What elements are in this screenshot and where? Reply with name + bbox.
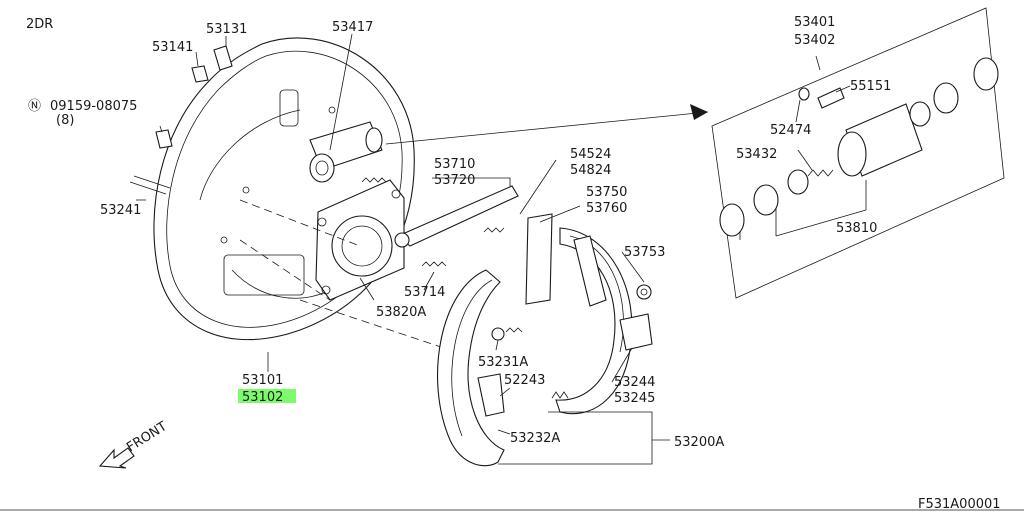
label-54524: 54524 (570, 147, 611, 162)
spring-52243 (551, 391, 569, 399)
label-54824: 54824 (570, 163, 611, 178)
adjuster-plate (315, 179, 405, 301)
body-type-label: 2DR (26, 17, 53, 32)
label-52243: 52243 (504, 373, 545, 388)
label-53417: 53417 (332, 20, 373, 35)
label-53402: 53402 (794, 33, 835, 48)
label-53710: 53710 (434, 157, 475, 172)
label-53232A: 53232A (510, 431, 560, 446)
label-53432: 53432 (736, 147, 777, 162)
front-label: FRONT (124, 419, 170, 455)
wheel-cylinder-installed (309, 121, 383, 183)
parking-lever (394, 185, 519, 248)
label-53750: 53750 (586, 185, 627, 200)
cylinder-body (837, 103, 923, 177)
front-direction-indicator: FRONT (98, 419, 170, 469)
piston-left (719, 169, 834, 237)
return-spring-upper (361, 177, 387, 183)
label-53760: 53760 (586, 201, 627, 216)
label-53200A: 53200A (674, 435, 724, 450)
strut-54524 (525, 213, 553, 305)
nut-53753 (636, 284, 652, 300)
leader-lines (136, 33, 867, 465)
label-53720: 53720 (434, 173, 475, 188)
bleeder-55151 (798, 87, 845, 109)
plug-53241 (129, 175, 171, 195)
label-53245: 53245 (614, 391, 655, 406)
label-53241: 53241 (100, 203, 141, 218)
nut-symbol-icon: Ⓝ (28, 99, 41, 114)
label-53102: 53102 (242, 390, 283, 405)
label-53231A: 53231A (478, 355, 528, 370)
label-53753: 53753 (624, 245, 665, 260)
backing-plate (153, 37, 415, 341)
label-52474: 52474 (770, 123, 811, 138)
label-53810: 53810 (836, 221, 877, 236)
label-53820A: 53820A (376, 305, 426, 320)
nut-53141 (191, 65, 209, 83)
label-53244: 53244 (614, 375, 655, 390)
nut-09159 (155, 129, 173, 149)
bracket-53244 (619, 313, 653, 351)
label-09159: 09159-08075 (50, 99, 137, 114)
front-arrow-icon (98, 447, 135, 469)
label-53101: 53101 (242, 373, 283, 388)
highlight-53102 (238, 389, 296, 403)
figure-code: F531A00001 (918, 497, 1001, 512)
brake-shoe-front (555, 227, 633, 415)
label-53141: 53141 (152, 40, 193, 55)
spring-53231A (491, 327, 523, 341)
brake-shoe-rear (437, 269, 505, 467)
label-53131: 53131 (206, 22, 247, 37)
spring-53714 (421, 261, 447, 267)
label-55151: 55151 (850, 79, 891, 94)
label-53401: 53401 (794, 15, 835, 30)
bolt-53131 (213, 45, 233, 71)
piston-right (909, 57, 999, 127)
label-09159-qty: (8) (56, 113, 74, 128)
label-53714: 53714 (404, 285, 445, 300)
wheel-cylinder-exploded-box (711, 7, 1005, 299)
